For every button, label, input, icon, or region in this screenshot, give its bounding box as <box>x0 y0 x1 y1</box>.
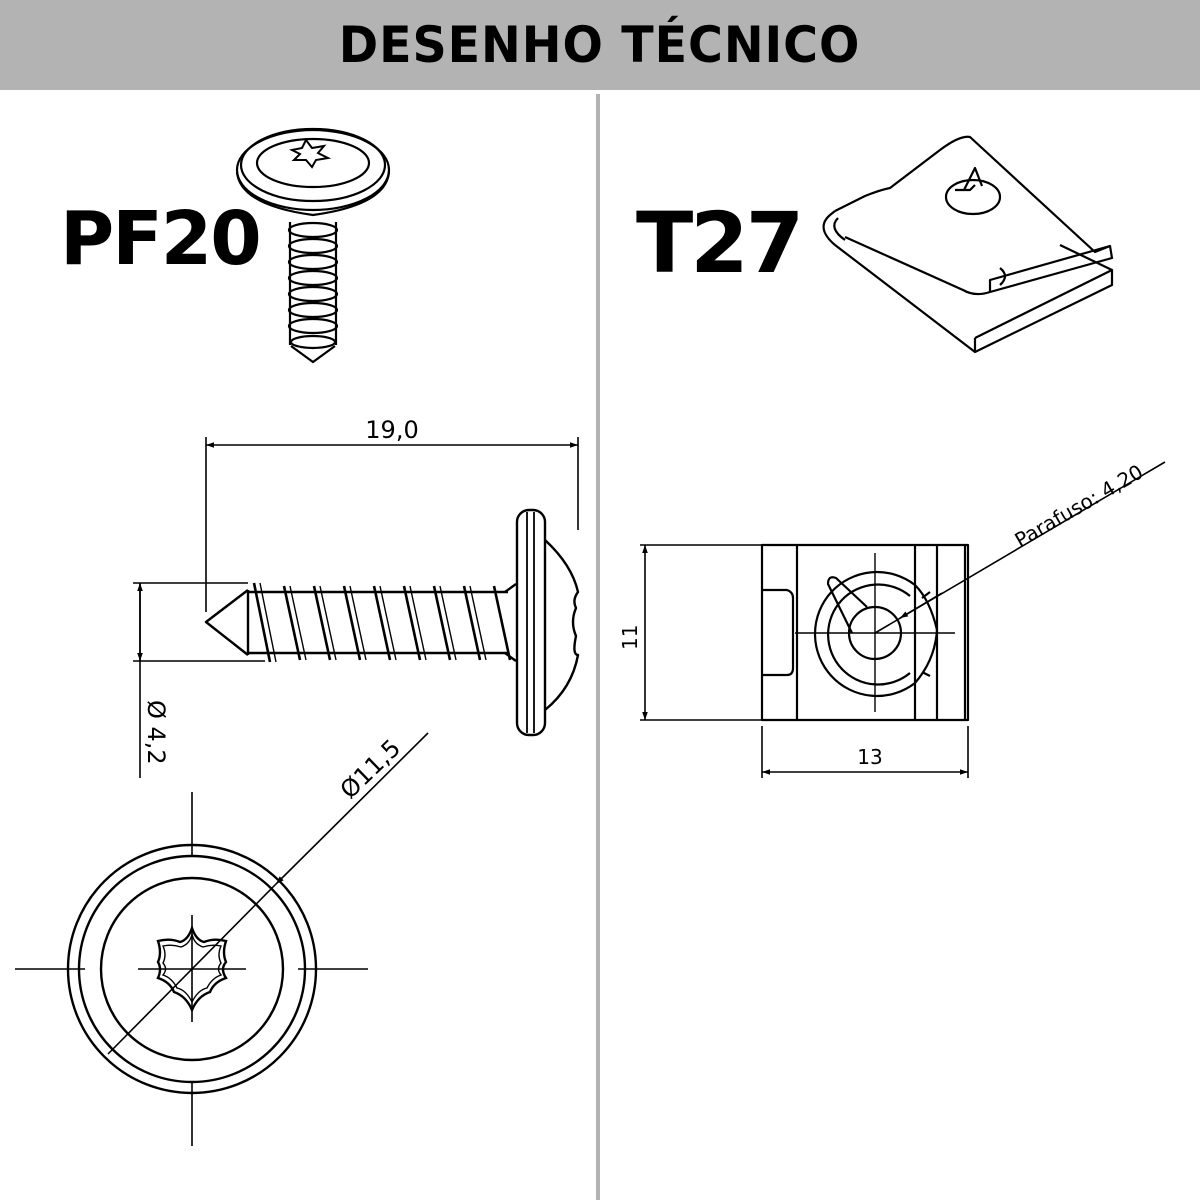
dimension-screw-note-text: Parafuso: 4,20 <box>1011 460 1148 553</box>
dimension-clip-height <box>640 544 762 721</box>
screw-front-view <box>15 792 368 1146</box>
header-banner: DESENHO TÉCNICO <box>0 0 1200 90</box>
dimension-clip-height-text: 11 <box>618 625 642 650</box>
dimension-length <box>205 437 579 612</box>
dimension-head-diameter <box>107 732 429 1055</box>
dimension-clip-width <box>761 726 969 778</box>
dimension-clip-width-text: 13 <box>857 745 882 769</box>
page-title: DESENHO TÉCNICO <box>339 16 861 74</box>
vertical-divider <box>596 94 600 1200</box>
screw-side-view <box>204 508 580 737</box>
part-label-pf20: PF20 <box>60 196 262 282</box>
dimension-length-text: 19,0 <box>365 416 418 444</box>
dimension-shank-diameter-text: Ø 4,2 <box>142 700 170 765</box>
dimension-screw-note <box>874 461 1166 634</box>
clip-isometric-icon <box>822 135 1114 354</box>
part-label-t27: T27 <box>636 194 804 292</box>
dimension-shank-diameter <box>133 582 265 778</box>
dimension-head-diameter-text: Ø11,5 <box>335 734 406 804</box>
screw-isometric-icon <box>235 127 391 364</box>
